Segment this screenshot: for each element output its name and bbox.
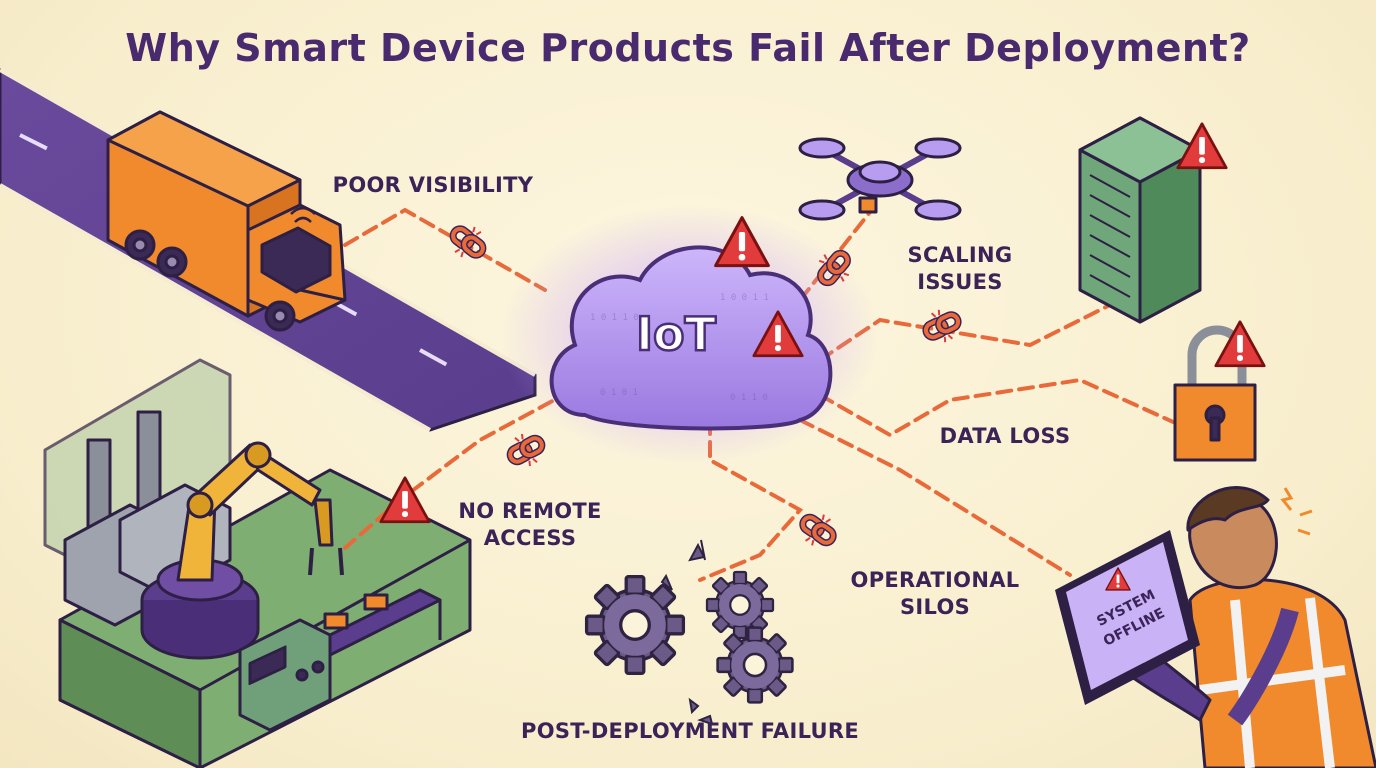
broken-link-icon	[445, 219, 491, 265]
label-no-remote-access: NO REMOTE ACCESS	[440, 498, 620, 552]
label-poor-visibility: POOR VISIBILITY	[332, 173, 534, 197]
label-operational-silos-line-2: SILOS	[899, 595, 971, 619]
padlock-illustration	[1173, 325, 1257, 462]
broken-gears-illustration	[584, 539, 794, 726]
server-illustration	[1078, 116, 1202, 324]
label-scaling-issues: SCALING ISSUES	[880, 242, 1040, 296]
svg-text:1 0 1 1 0: 1 0 1 1 0	[590, 313, 639, 323]
svg-text:1 0 0 1 1: 1 0 0 1 1	[720, 293, 769, 303]
iot-cloud: 1 0 1 1 0 0 1 0 1 1 0 0 1 1 0 1 1 0 IoT	[500, 205, 880, 465]
label-operational-silos-line-1: OPERATIONAL	[850, 568, 1020, 592]
factory-illustration	[43, 358, 472, 768]
drone-illustration	[798, 137, 962, 221]
label-post-deployment-failure: POST-DEPLOYMENT FAILURE	[521, 719, 859, 743]
label-scaling-issues-line-2: ISSUES	[917, 270, 1003, 294]
broken-link-icon	[795, 507, 841, 553]
label-operational-silos: OPERATIONAL SILOS	[835, 567, 1035, 621]
iot-label: IoT	[636, 307, 717, 361]
label-no-remote-access-line-1: NO REMOTE	[458, 499, 602, 523]
svg-text:0 1 0 1: 0 1 0 1	[600, 388, 638, 398]
broken-link-icon	[920, 304, 964, 347]
page-title: Why Smart Device Products Fail After Dep…	[125, 26, 1251, 70]
svg-text:0 1 1 0: 0 1 1 0	[730, 393, 768, 403]
label-no-remote-access-line-2: ACCESS	[483, 526, 577, 550]
tablet: SYSTEM OFFLINE	[1055, 487, 1313, 705]
label-data-loss: DATA LOSS	[939, 424, 1071, 448]
label-scaling-issues-line-1: SCALING	[907, 243, 1013, 267]
broken-link-icon	[503, 428, 548, 472]
truck-illustration	[106, 110, 347, 332]
